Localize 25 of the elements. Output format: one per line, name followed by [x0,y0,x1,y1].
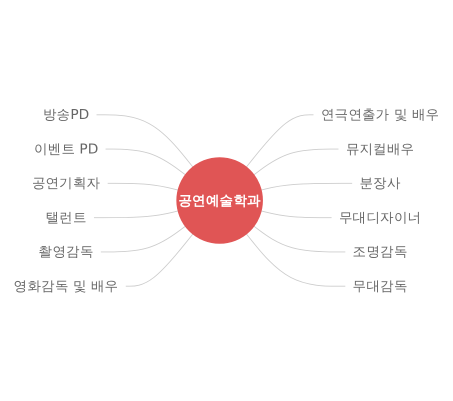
connector [260,210,332,218]
connector [254,226,346,252]
node-text: 분장사 [359,174,401,192]
connector [104,148,186,176]
node-text: 조명감독 [352,243,408,260]
connector [246,234,346,287]
connector [254,148,340,176]
node-text: 연극연출가 및 배우 [320,106,440,122]
connector [106,182,178,191]
node-text: 무대감독 [352,278,408,294]
node-text: 공연기획자 [32,174,100,192]
connector [124,234,194,287]
node-text: 촬영감독 [38,243,94,260]
node-circle: 공연예술학과 [176,157,263,244]
node-text: 방송PD [42,106,90,122]
node-text: 뮤지컬배우 [346,140,414,157]
connector [260,182,354,191]
node-text: 무대디자이너 [338,209,422,226]
node-text: 탤런트 [46,209,87,226]
connector [100,226,186,252]
connector [93,210,178,218]
node-text: 영화감독 및 배우 [14,278,118,294]
node-text: 이벤트 PD [34,140,98,157]
connector [246,114,314,168]
connector [96,114,194,168]
